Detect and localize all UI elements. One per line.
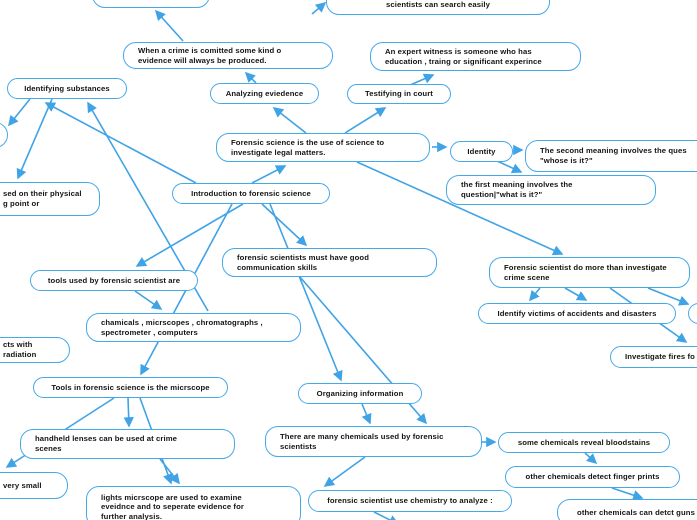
node-analyzing-evidence[interactable]: Analyzing eviedence <box>210 83 319 104</box>
node-handheld-lenses[interactable]: handheld lenses can be used at crime sce… <box>20 429 235 459</box>
connector-arrow <box>44 102 197 184</box>
connector-arrow <box>244 71 257 84</box>
node-label: lights micrscope are used to examine eve… <box>101 492 244 520</box>
node-many-chemicals[interactable]: There are many chemicals used by forensi… <box>265 426 482 457</box>
connector-arrow <box>361 403 372 425</box>
node-tools-used[interactable]: tools used by forensic scientist are <box>30 270 198 291</box>
node-right-cut-node[interactable] <box>688 303 697 324</box>
node-organizing-information[interactable]: Organizing information <box>298 383 422 404</box>
node-top-cut-node[interactable] <box>92 0 210 8</box>
node-label: Forensic science is the use of science t… <box>231 137 385 157</box>
connector-arrow <box>272 107 307 134</box>
node-label: chamicals , micrscopes , chromatographs … <box>101 317 263 337</box>
node-testifying-in-court[interactable]: Testifying in court <box>347 84 451 104</box>
node-second-meaning[interactable]: The second meaning involves the ques "wh… <box>525 140 697 172</box>
node-label: Introduction to forensic science <box>191 188 311 198</box>
connector-arrow <box>134 290 163 310</box>
node-label: the first meaning involves the question|… <box>461 180 573 199</box>
node-label: Organizing information <box>316 388 404 398</box>
connector-arrow <box>123 397 134 428</box>
node-expert-witness[interactable]: An expert witness is someone who has edu… <box>370 42 581 71</box>
connector-arrow <box>494 159 523 174</box>
node-radiation-cut[interactable]: cts with radiation <box>0 337 70 363</box>
connector-arrow <box>135 203 244 267</box>
node-label: cts with radiation <box>3 340 37 359</box>
node-label: The second meaning involves the ques "wh… <box>540 146 687 165</box>
node-introduction[interactable]: Introduction to forensic science <box>172 183 330 204</box>
node-label: There are many chemicals used by forensi… <box>280 431 444 451</box>
connector-arrow <box>16 98 53 180</box>
node-left-cut-node[interactable] <box>0 122 8 148</box>
node-label: When a crime is comitted some kind o evi… <box>138 45 282 65</box>
node-reveal-bloodstains[interactable]: some chemicals reveal bloodstains <box>498 432 670 453</box>
connector-arrow <box>251 165 287 184</box>
connector-arrow <box>647 287 690 306</box>
connector-arrow <box>154 9 184 42</box>
node-label: Investigate fires fo <box>625 352 695 362</box>
connector-arrow <box>611 487 644 501</box>
connector-arrow <box>584 452 598 465</box>
connector-arrow <box>159 458 180 485</box>
node-label: other chemicals can detct guns <box>577 507 695 517</box>
node-microscope-tool[interactable]: Tools in forensic science is the micrsco… <box>33 377 228 398</box>
node-light-microscope[interactable]: lights micrscope are used to examine eve… <box>86 486 301 520</box>
node-label: very small <box>3 480 42 490</box>
connector-arrow <box>261 203 308 247</box>
node-label: Identifying substances <box>24 83 110 93</box>
node-chemicals-tools[interactable]: chamicals , micrscopes , chromatographs … <box>86 313 301 342</box>
connector-arrow <box>344 107 387 134</box>
node-detect-guns-cut[interactable]: other chemicals can detct guns <box>557 499 697 520</box>
node-label: Identify victims of accidents and disast… <box>497 308 657 318</box>
node-label: sed on their physical g point or <box>3 189 82 208</box>
node-first-meaning[interactable]: the first meaning involves the question|… <box>446 175 656 205</box>
connector-arrow <box>529 287 541 302</box>
node-very-small-cut[interactable]: very small <box>0 472 68 499</box>
node-label: handheld lenses can be used at crime sce… <box>35 434 178 453</box>
node-physical-properties-cut[interactable]: sed on their physical g point or <box>0 182 100 216</box>
node-search-easily[interactable]: scientists can search easily <box>326 0 550 15</box>
connector-arrow <box>269 203 343 382</box>
node-forensic-science-def[interactable]: Forensic science is the use of science t… <box>216 133 430 162</box>
node-label: some chemicals reveal bloodstains <box>517 437 651 447</box>
node-investigate-fires[interactable]: Investigate fires fo <box>610 346 697 368</box>
node-label: forensic scientist use chemistry to anal… <box>327 496 493 506</box>
node-identify-victims[interactable]: Identify victims of accidents and disast… <box>478 303 676 324</box>
node-label: Identity <box>467 146 496 156</box>
node-label: An expert witness is someone who has edu… <box>385 46 542 66</box>
node-finger-prints[interactable]: other chemicals detect finger prints <box>505 466 680 488</box>
node-chemistry-analyze[interactable]: forensic scientist use chemistry to anal… <box>308 490 512 512</box>
node-communication-skills[interactable]: forensic scientists must have good commu… <box>222 248 437 277</box>
node-label: Analyzing eviedence <box>225 88 304 98</box>
node-label: Tools in forensic science is the micrsco… <box>51 382 210 392</box>
node-label: tools used by forensic scientist are <box>47 275 181 285</box>
node-when-crime[interactable]: When a crime is comitted some kind o evi… <box>123 42 333 69</box>
connector-arrow <box>323 456 366 487</box>
node-label: Forensic scientist do more than investig… <box>504 262 667 282</box>
node-label: other chemicals detect finger prints <box>525 472 660 482</box>
connector-arrow <box>373 511 400 520</box>
connector-arrow <box>356 161 564 256</box>
node-identity[interactable]: Identity <box>450 141 513 162</box>
node-label: scientists can search easily <box>385 0 491 10</box>
connector-arrow <box>564 287 588 301</box>
node-identifying-substances[interactable]: Identifying substances <box>7 78 127 99</box>
connector-arrow <box>311 1 327 15</box>
connector-arrow <box>8 98 31 127</box>
node-do-more-than-investigate[interactable]: Forensic scientist do more than investig… <box>489 257 690 288</box>
node-label: Testifying in court <box>365 89 433 99</box>
node-label: forensic scientists must have good commu… <box>237 252 369 272</box>
